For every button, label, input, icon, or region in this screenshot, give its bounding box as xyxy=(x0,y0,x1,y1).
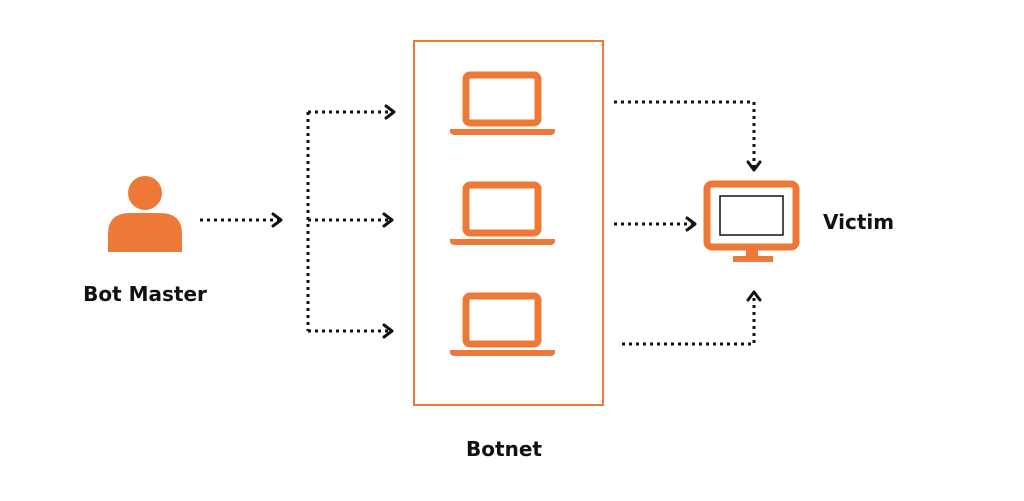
laptop-icon xyxy=(450,181,555,245)
edge-botmaster-to-splitter xyxy=(200,212,283,228)
laptop-icon xyxy=(450,292,555,356)
botnet-label: Botnet xyxy=(466,437,542,461)
monitor-icon xyxy=(703,180,800,262)
edge-bot-3-to-victim xyxy=(622,290,762,346)
edge-bot-1-to-victim xyxy=(614,100,762,172)
edge-to-bot-2 xyxy=(308,212,394,228)
user-icon xyxy=(108,176,182,252)
botnet-box xyxy=(413,40,604,406)
edge-to-bot-1 xyxy=(308,104,396,120)
bot-master-label: Bot Master xyxy=(83,282,207,306)
laptop-icon xyxy=(450,71,555,135)
victim-label: Victim xyxy=(823,210,894,234)
edge-bot-2-to-victim xyxy=(614,216,697,232)
edge-to-bot-3 xyxy=(308,323,394,339)
